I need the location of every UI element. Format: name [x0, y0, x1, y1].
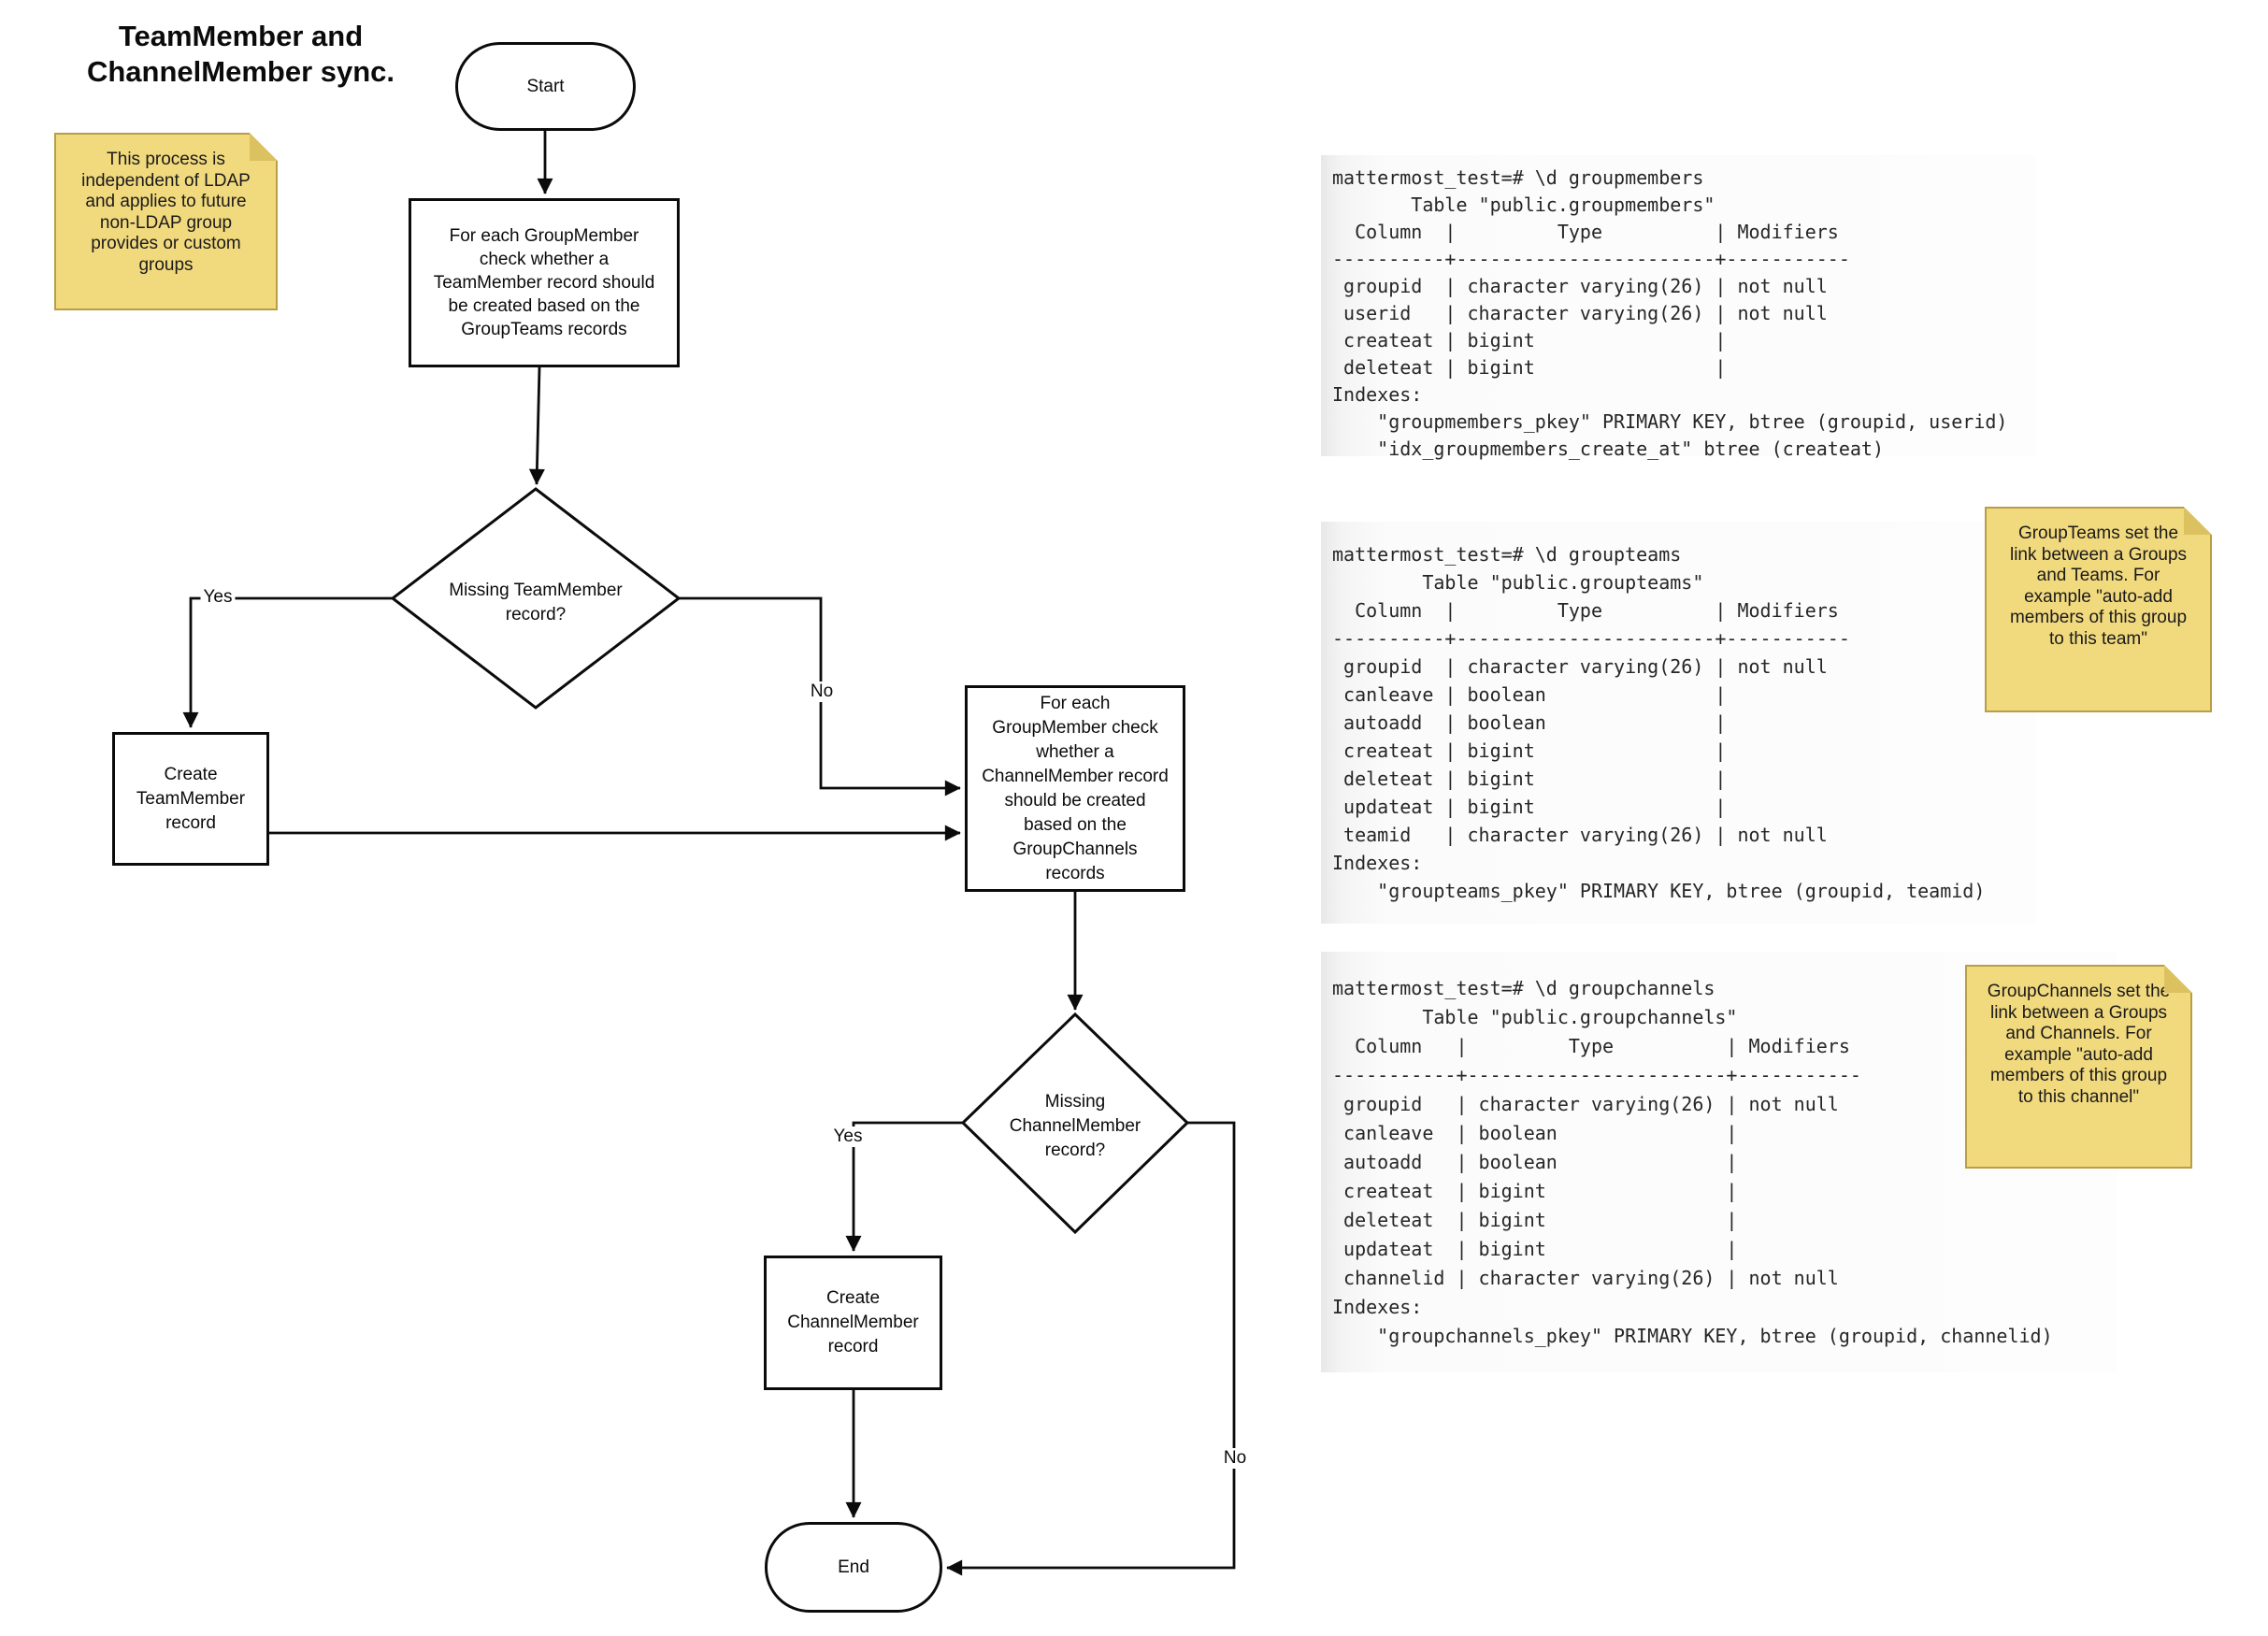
note-fold-icon: [2184, 507, 2212, 535]
edge-decision-team-yes: [182, 596, 393, 728]
flow-start-label: Start: [526, 77, 565, 96]
decision-team-label: Missing TeamMember record?: [449, 581, 623, 624]
flow-start-terminator: Start: [455, 42, 636, 131]
flow-create-channel-box: Create ChannelMember record: [764, 1256, 942, 1390]
edge-label-yes-team: Yes: [200, 587, 236, 608]
flow-process-team-box: For each GroupMember check whether a Tea…: [409, 198, 680, 367]
flow-create-team-label: Create TeamMember record: [136, 764, 246, 833]
edge-process-team-to-decision-team: [528, 366, 545, 485]
note-fold-icon: [2164, 965, 2192, 993]
edge-decision-channel-no: [946, 1121, 1236, 1576]
decision-team-diamond: [390, 487, 682, 710]
note-fold-icon: [250, 133, 278, 161]
sticky-note-groupteams: GroupTeams set the link between a Groups…: [1985, 507, 2212, 712]
flow-create-team-box: Create TeamMember record: [112, 732, 269, 866]
diagram-title: TeamMember and ChannelMember sync.: [86, 20, 395, 88]
flow-end-terminator: End: [765, 1522, 942, 1613]
flow-process-channel-label: For each GroupMember check whether a Cha…: [982, 693, 1169, 883]
sticky-note-ldap-text: This process is independent of LDAP and …: [81, 150, 251, 275]
psql-output-groupmembers: mattermost_test=# \d groupmembers Table …: [1321, 155, 2036, 460]
sticky-note-groupteams-text: GroupTeams set the link between a Groups…: [2009, 524, 2188, 649]
flow-end-label: End: [838, 1557, 869, 1577]
sticky-note-ldap: This process is independent of LDAP and …: [54, 133, 278, 310]
sticky-note-groupchannels-text: GroupChannels set the link between a Gro…: [1987, 982, 2171, 1107]
psql-output-groupteams: mattermost_test=# \d groupteams Table "p…: [1321, 522, 2036, 924]
edge-label-no-team: No: [807, 682, 837, 702]
decision-channel-label: Missing ChannelMember record?: [1009, 1091, 1141, 1160]
edge-label-no-channel: No: [1220, 1448, 1250, 1469]
flow-process-channel-box: For each GroupMember check whether a Cha…: [965, 685, 1185, 892]
flow-process-team-label: For each GroupMember check whether a Tea…: [433, 226, 655, 339]
edge-decision-channel-yes: [845, 1121, 963, 1252]
decision-channel-diamond: [960, 1012, 1190, 1235]
edge-label-yes-channel: Yes: [830, 1127, 866, 1147]
sticky-note-groupchannels: GroupChannels set the link between a Gro…: [1965, 965, 2192, 1169]
flow-create-channel-label: Create ChannelMember record: [787, 1288, 919, 1356]
